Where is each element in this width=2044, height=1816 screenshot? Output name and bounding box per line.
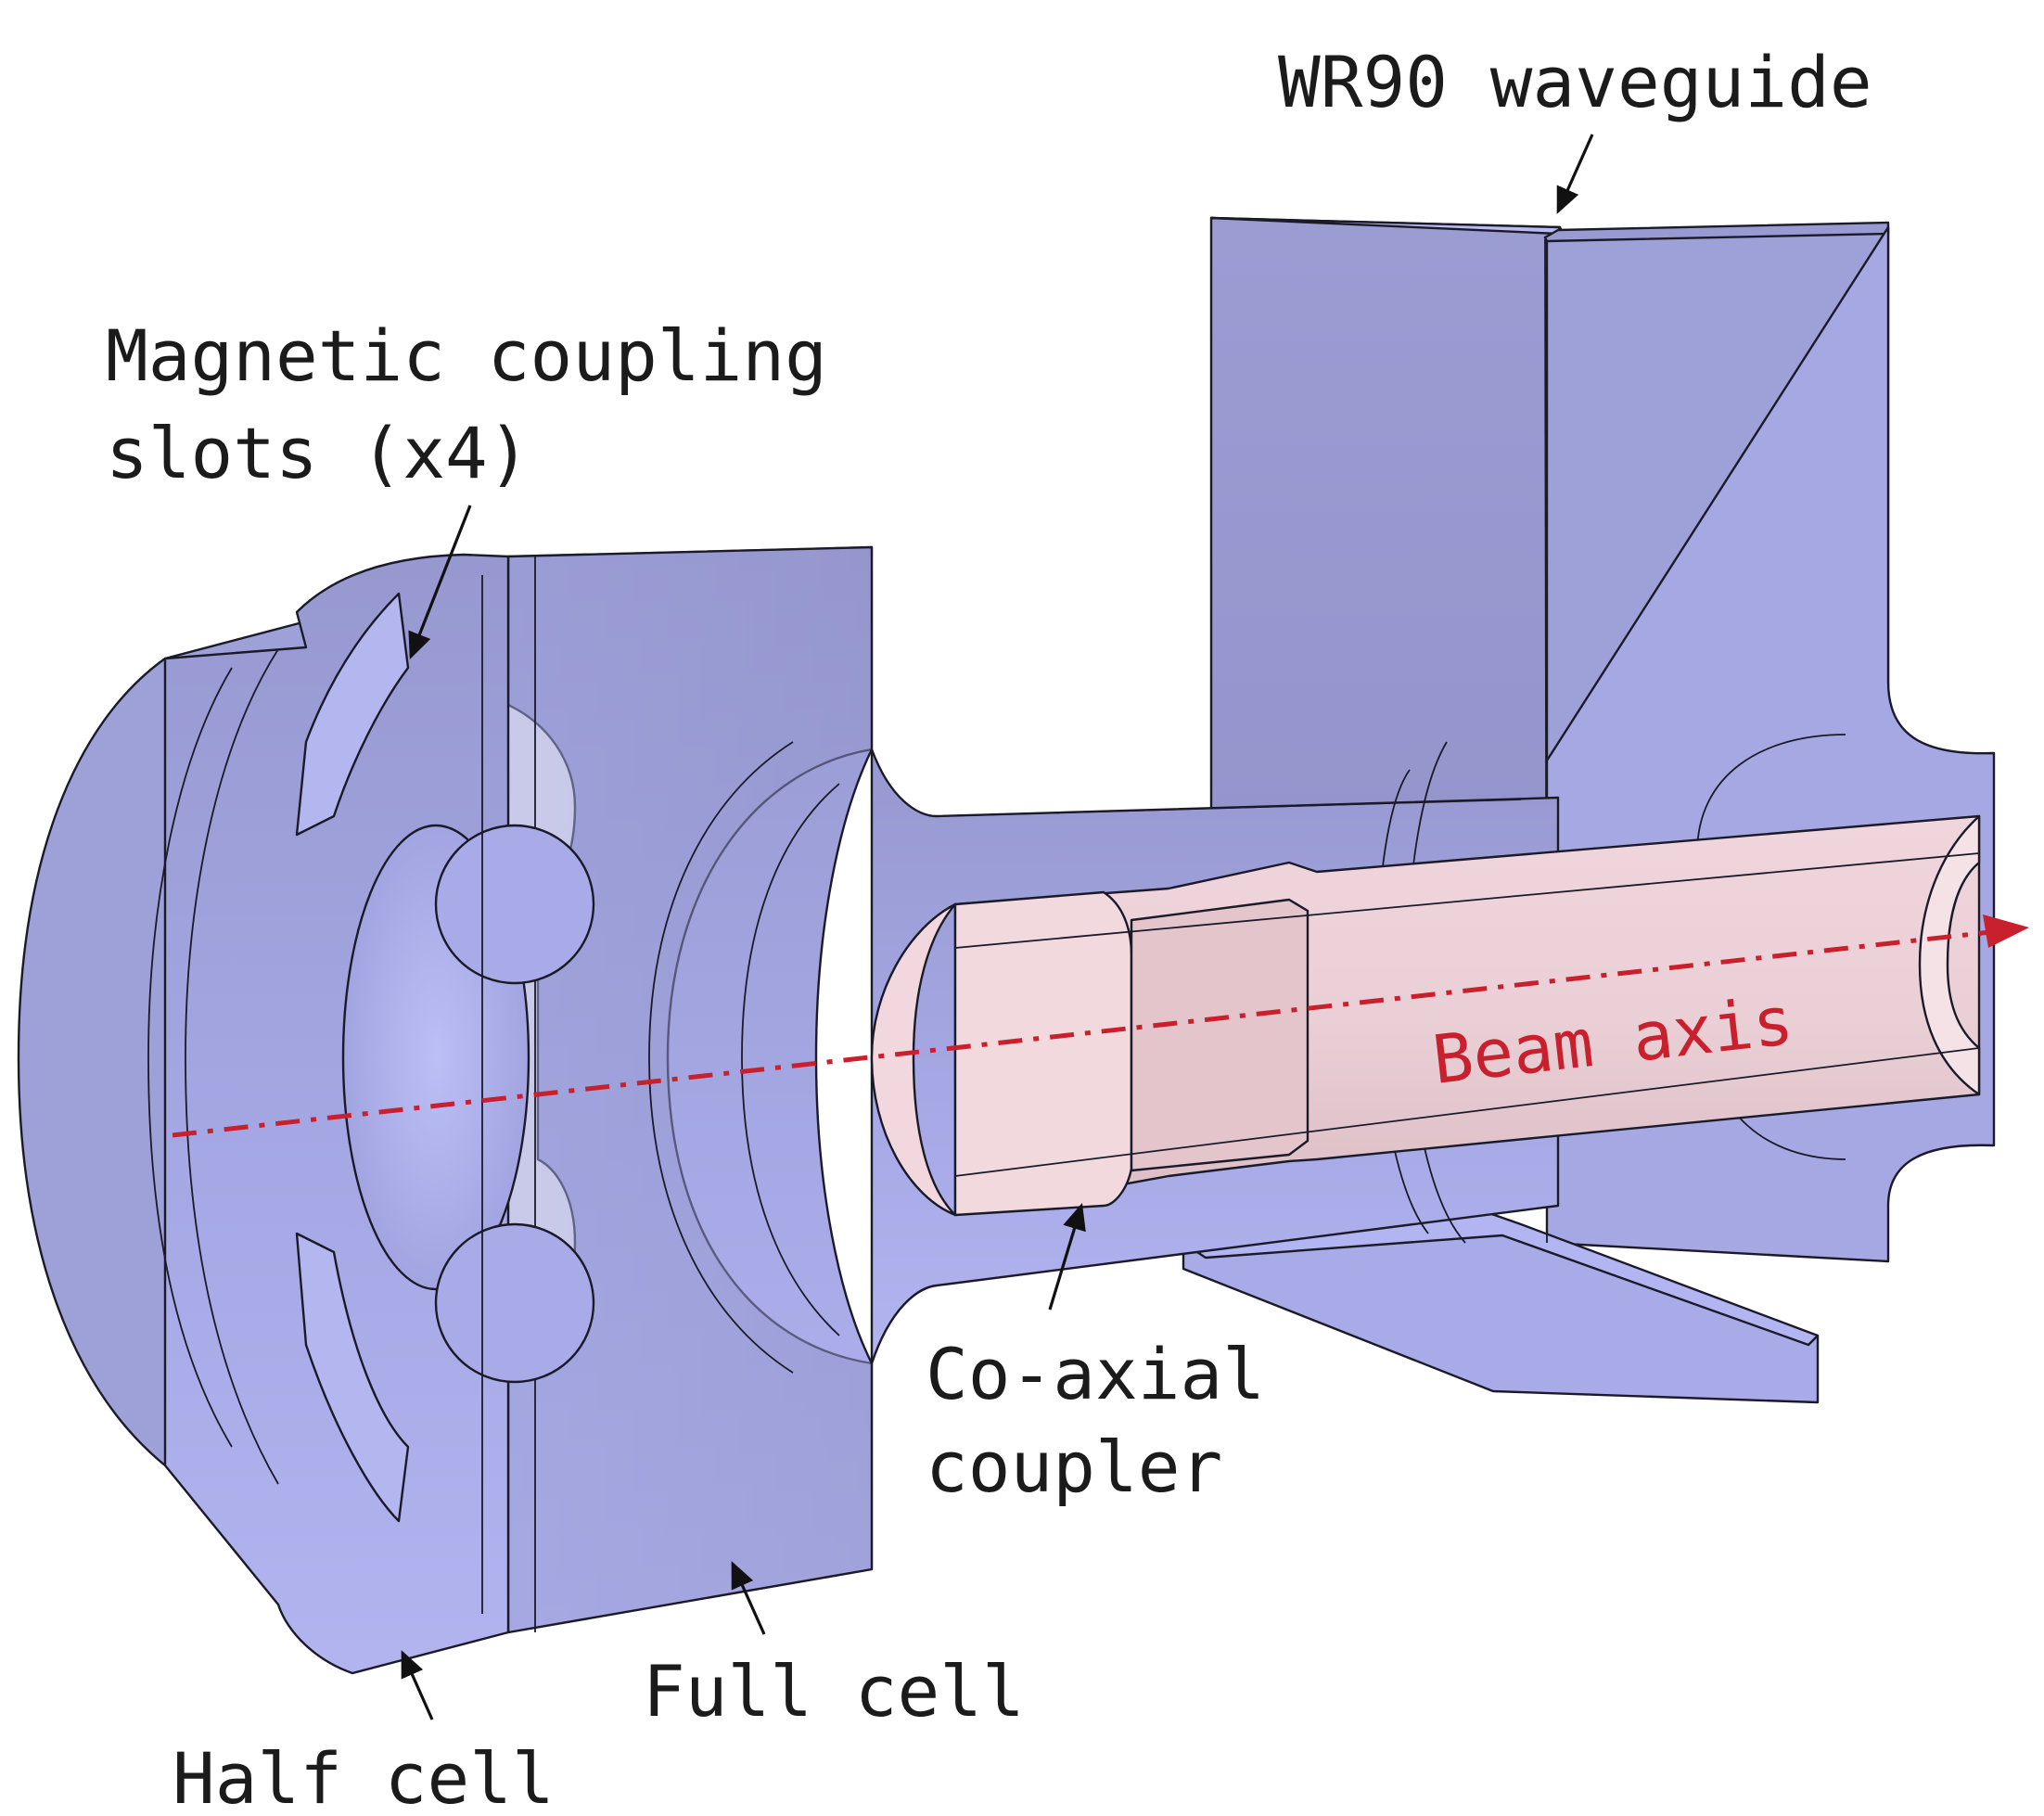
full-cell-inner-arc-1 [648,741,794,1374]
coupling-slot-top [295,592,410,837]
coupling-slot-round-lower [434,1222,595,1384]
slots-label-line1: Magnetic coupling [106,314,827,397]
coupler-pointer [1048,1202,1086,1311]
coupling-slot-bottom [295,1232,410,1523]
half-cell-ring-arc-2 [185,648,279,1485]
half-cell [17,553,595,1675]
half-cell-pointer [401,1650,434,1720]
waveguide-label: WR90 waveguide [1278,41,1872,123]
half-cell-label: Half cell [172,1737,555,1816]
full-cell-label: Full cell [643,1650,1025,1733]
coupler-top-seam [954,852,1980,949]
beam-axis-arrowhead [1983,914,2029,948]
beam-axis-line [172,929,1991,1138]
coupler-front-collar [953,890,1133,1217]
slots-label-line2: slots (x4) [106,412,530,494]
full-cell-inner-arc-2 [741,783,840,1336]
coupler-mouth [870,902,957,1217]
waveguide-fillet-arc [1696,734,1846,854]
slots-pointer [408,505,472,659]
coaxial-coupler [870,814,1981,1217]
full-cell-front-face [506,545,874,1634]
full-cell [506,545,874,1634]
coupler-bottom-seam [954,1047,1980,1177]
full-cell-pointer [731,1561,766,1635]
coupler-label-line1: Co-axial [926,1333,1265,1415]
coupler-step [1130,898,1309,1172]
half-cell-ring-arc [147,667,233,1448]
annotations: WR90 waveguide Magnetic coupling slots (… [106,41,1872,1816]
coupler-label-line2: coupler [926,1426,1222,1508]
waveguide-pointer [1556,134,1594,214]
coupler-open-end [1918,814,1981,1096]
coupling-slot-round-upper [434,824,595,985]
